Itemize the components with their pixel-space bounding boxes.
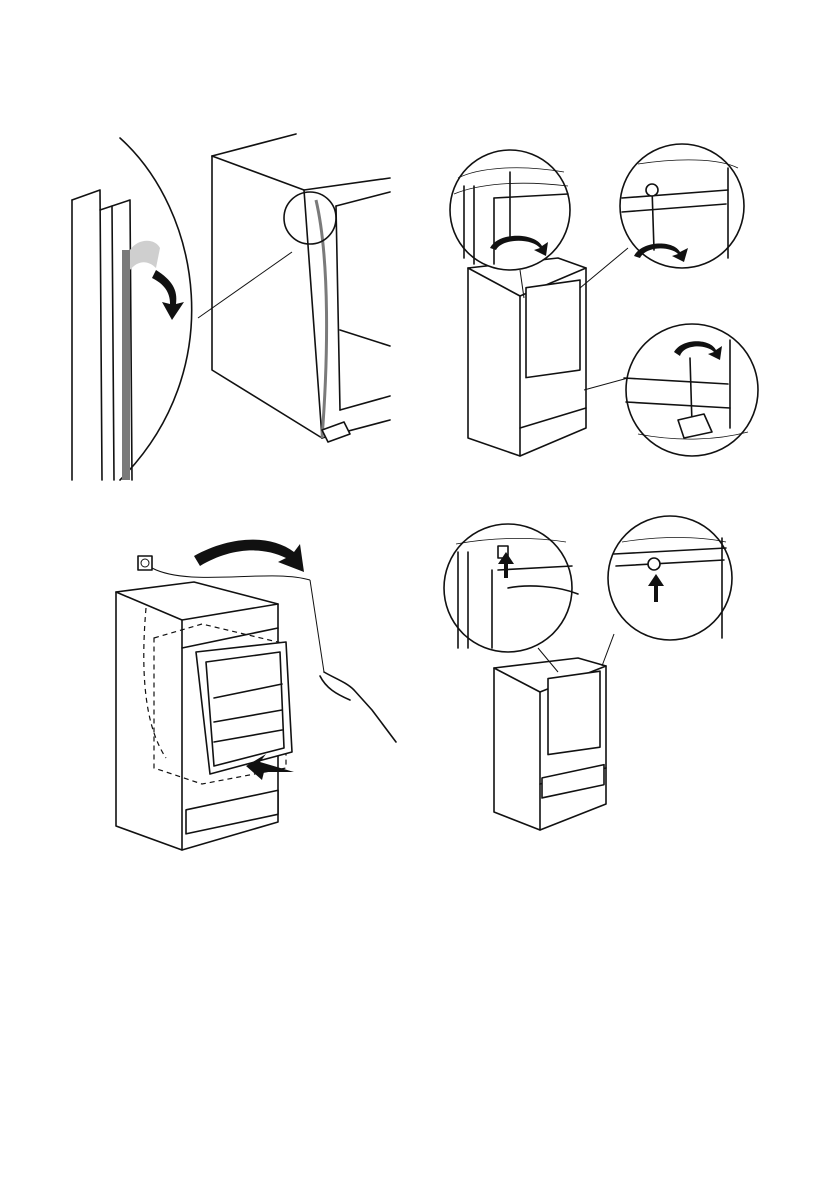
peel-arrow-icon bbox=[152, 270, 184, 320]
seal-strip-illustration bbox=[60, 120, 400, 490]
plinth bbox=[542, 765, 604, 798]
hand-arm bbox=[324, 672, 396, 742]
zoom-top-right bbox=[620, 144, 744, 268]
seal-strip bbox=[122, 250, 130, 480]
zoom-circle bbox=[284, 192, 336, 244]
insertion-figure bbox=[110, 528, 410, 878]
power-cable bbox=[152, 568, 310, 580]
strip-outer-edge bbox=[72, 190, 102, 480]
bracket-hole bbox=[646, 184, 658, 196]
hinge-bracket bbox=[322, 422, 350, 442]
bracket-hole-right bbox=[648, 558, 660, 570]
insertion-illustration bbox=[110, 528, 410, 878]
bracket-fastening-illustration bbox=[438, 508, 768, 838]
peeled-backing bbox=[130, 241, 160, 270]
wall-socket-icon bbox=[138, 556, 152, 570]
appliance-door bbox=[548, 671, 600, 754]
appliance-door bbox=[526, 280, 580, 378]
hinge-adjust-figure bbox=[438, 128, 768, 468]
seal-strip-figure bbox=[60, 120, 400, 490]
seal-along-edge bbox=[316, 200, 327, 438]
cabinet-top-edge bbox=[212, 134, 296, 156]
plinth bbox=[186, 790, 278, 834]
route-cable-arrow-icon bbox=[194, 540, 304, 572]
hinge-adjust-illustration bbox=[438, 128, 768, 468]
bracket-fastening-figure bbox=[438, 508, 768, 838]
zoom-right bbox=[608, 516, 732, 640]
